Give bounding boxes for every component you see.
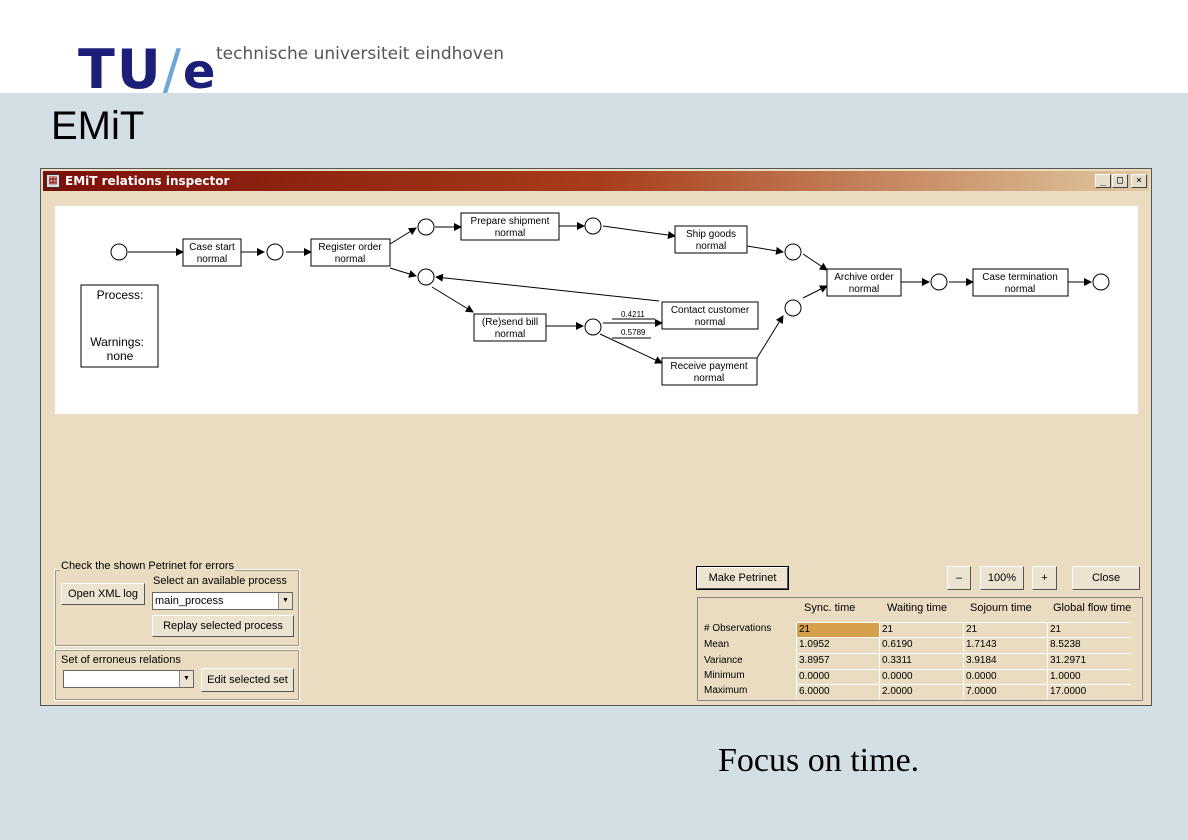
contact-customer-label: Contact customer (671, 305, 750, 316)
table-cell[interactable]: 0.0000 (879, 669, 963, 684)
case-termination-label: Case termination (982, 272, 1058, 283)
receive-payment-label: Receive payment (670, 361, 747, 372)
table-cell[interactable]: 0.3311 (879, 653, 963, 668)
close-window-button[interactable]: × (1131, 174, 1147, 188)
table-cell[interactable]: 7.0000 (963, 684, 1047, 699)
col-header-sojourn: Sojourn time (970, 602, 1032, 614)
table-cell[interactable]: 6.0000 (796, 684, 879, 699)
process-label: Process: (97, 288, 144, 302)
archive-order-label: Archive order (834, 272, 894, 283)
zoom-level-button[interactable]: 100% (980, 566, 1024, 590)
table-cell[interactable]: 3.8957 (796, 653, 879, 668)
receive-payment-status: normal (694, 373, 725, 384)
open-xml-log-button[interactable]: Open XML log (61, 583, 145, 605)
slide-caption: Focus on time. (718, 742, 920, 779)
table-cell[interactable]: 1.0000 (1047, 669, 1131, 684)
row-label-maximum: Maximum (704, 685, 748, 696)
prepare-shipment-status: normal (495, 228, 526, 239)
probability-labels: 0.4211 0.5789 (621, 310, 646, 337)
tue-logo: TU/e (78, 38, 218, 101)
table-cell[interactable]: 21 (1047, 622, 1131, 637)
warnings-value: none (107, 349, 134, 363)
register-order-label: Register order (318, 242, 382, 253)
row-label-mean: Mean (704, 639, 730, 650)
case-termination-status: normal (1005, 284, 1036, 295)
table-cell[interactable]: 31.2971 (1047, 653, 1131, 668)
transition-labels: Case start normal Register order normal … (189, 216, 1058, 384)
table-cell[interactable]: 2.0000 (879, 684, 963, 699)
ship-goods-label: Ship goods (686, 229, 736, 240)
replay-process-button[interactable]: Replay selected process (152, 615, 294, 637)
prepare-shipment-label: Prepare shipment (471, 216, 550, 227)
case-start-status: normal (197, 254, 228, 265)
zoom-out-button[interactable]: – (947, 566, 971, 590)
table-cell[interactable]: 21 (796, 622, 879, 637)
col-header-global: Global flow time (1053, 602, 1132, 614)
archive-order-status: normal (849, 284, 880, 295)
warnings-label: Warnings: (90, 335, 144, 349)
erroneus-relations-group (54, 649, 300, 701)
table-cell[interactable]: 8.5238 (1047, 637, 1131, 652)
table-cell[interactable]: 1.0952 (796, 637, 879, 652)
petrinet-places (110, 217, 1110, 336)
table-cell[interactable]: 3.9184 (963, 653, 1047, 668)
process-select-value: main_process (155, 595, 224, 607)
table-cell[interactable]: 21 (879, 622, 963, 637)
erroneus-group-legend: Set of erroneus relations (61, 654, 181, 666)
slide-title: EMiT (51, 104, 145, 148)
window-titlebar[interactable]: ▦ EMiT relations inspector _ □ × (43, 171, 1149, 191)
resend-bill-label: (Re)send bill (482, 317, 538, 328)
info-box: Process: Warnings: none (90, 288, 144, 363)
minimize-button[interactable]: _ (1095, 174, 1111, 188)
window-title: EMiT relations inspector (65, 174, 230, 188)
statistics-table: Sync. time Waiting time Sojourn time Glo… (697, 597, 1143, 701)
prob-upper: 0.4211 (621, 310, 645, 319)
zoom-in-button[interactable]: + (1032, 566, 1057, 590)
ship-goods-status: normal (696, 241, 727, 252)
table-cell[interactable]: 0.0000 (796, 669, 879, 684)
emit-window: ▦ EMiT relations inspector _ □ × (40, 168, 1152, 706)
edit-selected-set-button[interactable]: Edit selected set (201, 668, 294, 692)
table-cell[interactable]: 17.0000 (1047, 684, 1131, 699)
table-cell[interactable]: 1.7143 (963, 637, 1047, 652)
table-cell[interactable]: 0.6190 (879, 637, 963, 652)
col-header-waiting: Waiting time (887, 602, 948, 614)
petrinet-transitions (80, 212, 1069, 386)
resend-bill-status: normal (495, 329, 526, 340)
chevron-down-icon[interactable]: ▼ (179, 671, 193, 687)
table-cell[interactable]: 21 (963, 622, 1047, 637)
prob-lower: 0.5789 (621, 328, 646, 337)
erroneus-set-select[interactable]: ▼ (63, 670, 194, 688)
petrinet-canvas[interactable]: Case start normal Register order normal … (55, 206, 1138, 414)
process-select[interactable]: main_process ▼ (152, 592, 293, 610)
maximize-button[interactable]: □ (1112, 174, 1128, 188)
check-group-legend: Check the shown Petrinet for errors (60, 560, 236, 572)
row-label-variance: Variance (704, 655, 743, 666)
contact-customer-status: normal (695, 317, 726, 328)
tagline: technische universiteit eindhoven (216, 44, 505, 64)
row-label-minimum: Minimum (704, 670, 745, 681)
col-header-sync: Sync. time (804, 602, 856, 614)
close-button[interactable]: Close (1072, 566, 1140, 590)
register-order-status: normal (335, 254, 366, 265)
select-process-label: Select an available process (153, 575, 287, 587)
table-cell[interactable]: 0.0000 (963, 669, 1047, 684)
petrinet-graph: Case start normal Register order normal … (80, 212, 1110, 386)
row-label-observations: # Observations (704, 623, 772, 634)
petrinet-arcs (128, 222, 1092, 364)
case-start-label: Case start (189, 242, 235, 253)
chevron-down-icon[interactable]: ▼ (278, 593, 292, 609)
make-petrinet-button[interactable]: Make Petrinet (697, 567, 788, 589)
app-icon[interactable]: ▦ (46, 174, 60, 188)
